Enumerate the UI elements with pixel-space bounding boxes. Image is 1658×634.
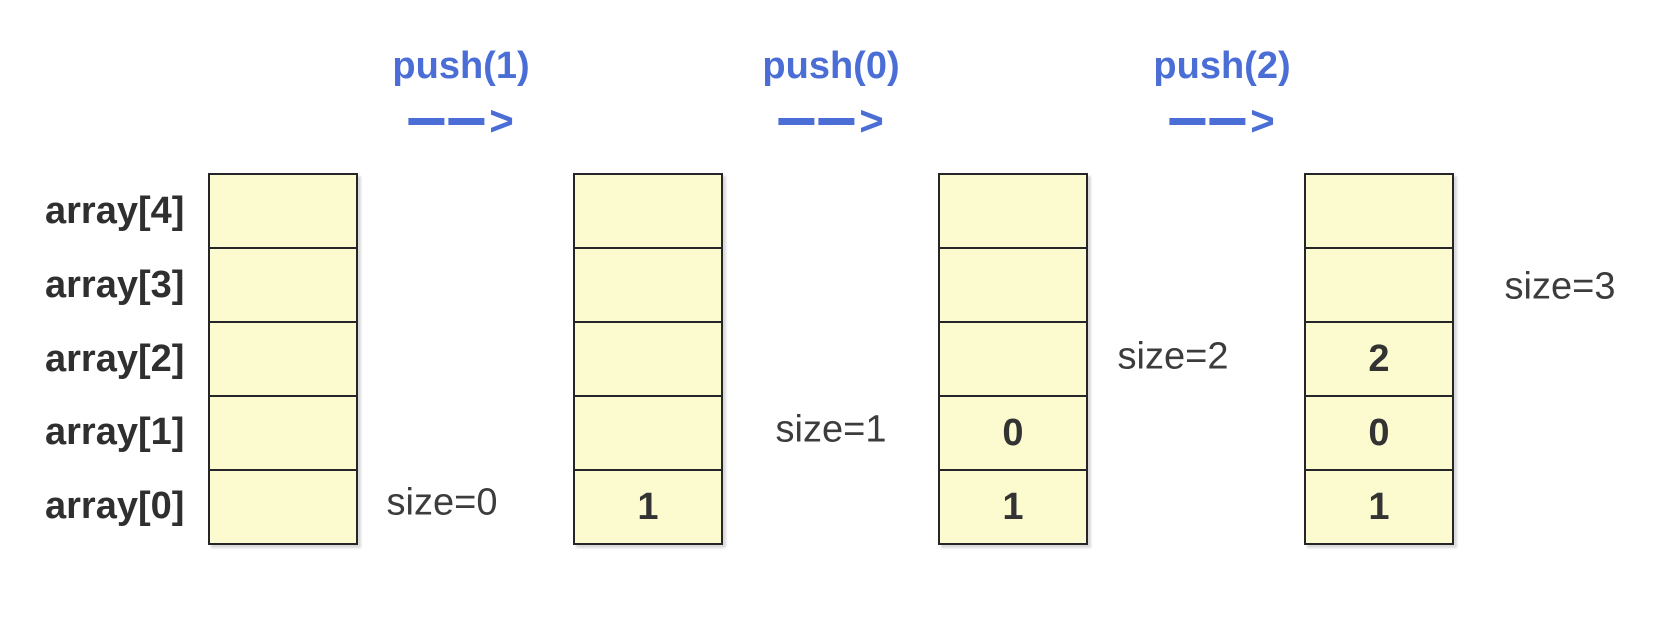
array-index-label-1: array[1] — [45, 411, 185, 453]
arrow-head: > — [489, 97, 514, 144]
arrow-head: > — [1250, 97, 1275, 144]
stack-cell — [210, 323, 356, 397]
stack-column-state-2: 0 1 — [938, 173, 1088, 545]
stack-cell — [210, 249, 356, 323]
arrow-dash — [1169, 117, 1206, 125]
stack-column-state-0 — [208, 173, 358, 545]
cell-value: 0 — [1368, 411, 1390, 454]
arrow-dash — [1209, 117, 1246, 125]
push-operation-label: push(1) — [392, 45, 530, 87]
cell-value: 1 — [1002, 485, 1024, 528]
stack-cell: 2 — [1306, 323, 1452, 397]
stack-cell — [940, 249, 1086, 323]
push-operation-label: push(2) — [1153, 45, 1291, 87]
array-index-label-2: array[2] — [45, 338, 185, 380]
cell-value: 1 — [637, 485, 659, 528]
cell-value: 2 — [1368, 337, 1390, 380]
stack-cell: 1 — [1306, 471, 1452, 543]
right-arrow-icon: > — [1169, 97, 1275, 144]
push-operation-2: push(0) > — [762, 44, 900, 144]
right-arrow-icon: > — [778, 97, 884, 144]
stack-cell: 1 — [940, 471, 1086, 543]
cell-value: 1 — [1368, 485, 1390, 528]
stack-cell — [210, 471, 356, 543]
stack-cell — [575, 323, 721, 397]
size-label-2: size=2 — [1117, 335, 1229, 378]
array-index-label-0: array[0] — [45, 485, 185, 527]
stack-cell — [210, 397, 356, 471]
stack-cell: 0 — [1306, 397, 1452, 471]
size-label-1: size=1 — [775, 408, 887, 451]
stack-cell — [575, 175, 721, 249]
push-operation-label: push(0) — [762, 45, 900, 87]
stack-cell: 0 — [940, 397, 1086, 471]
stack-cell — [1306, 175, 1452, 249]
size-label-3: size=3 — [1504, 265, 1616, 308]
array-index-label-3: array[3] — [45, 264, 185, 306]
stack-cell — [210, 175, 356, 249]
stack-cell: 1 — [575, 471, 721, 543]
stack-column-state-3: 2 0 1 — [1304, 173, 1454, 545]
stack-cell — [1306, 249, 1452, 323]
stack-cell — [940, 175, 1086, 249]
arrow-dash — [408, 117, 445, 125]
push-operation-3: push(2) > — [1153, 44, 1291, 144]
right-arrow-icon: > — [408, 97, 514, 144]
arrow-head: > — [859, 97, 884, 144]
stack-column-state-1: 1 — [573, 173, 723, 545]
arrow-dash — [778, 117, 815, 125]
arrow-dash — [448, 117, 485, 125]
stack-cell — [575, 249, 721, 323]
size-label-0: size=0 — [386, 481, 498, 524]
cell-value: 0 — [1002, 411, 1024, 454]
push-operation-1: push(1) > — [392, 44, 530, 144]
stack-cell — [940, 323, 1086, 397]
array-index-label-4: array[4] — [45, 190, 185, 232]
stack-cell — [575, 397, 721, 471]
arrow-dash — [818, 117, 855, 125]
